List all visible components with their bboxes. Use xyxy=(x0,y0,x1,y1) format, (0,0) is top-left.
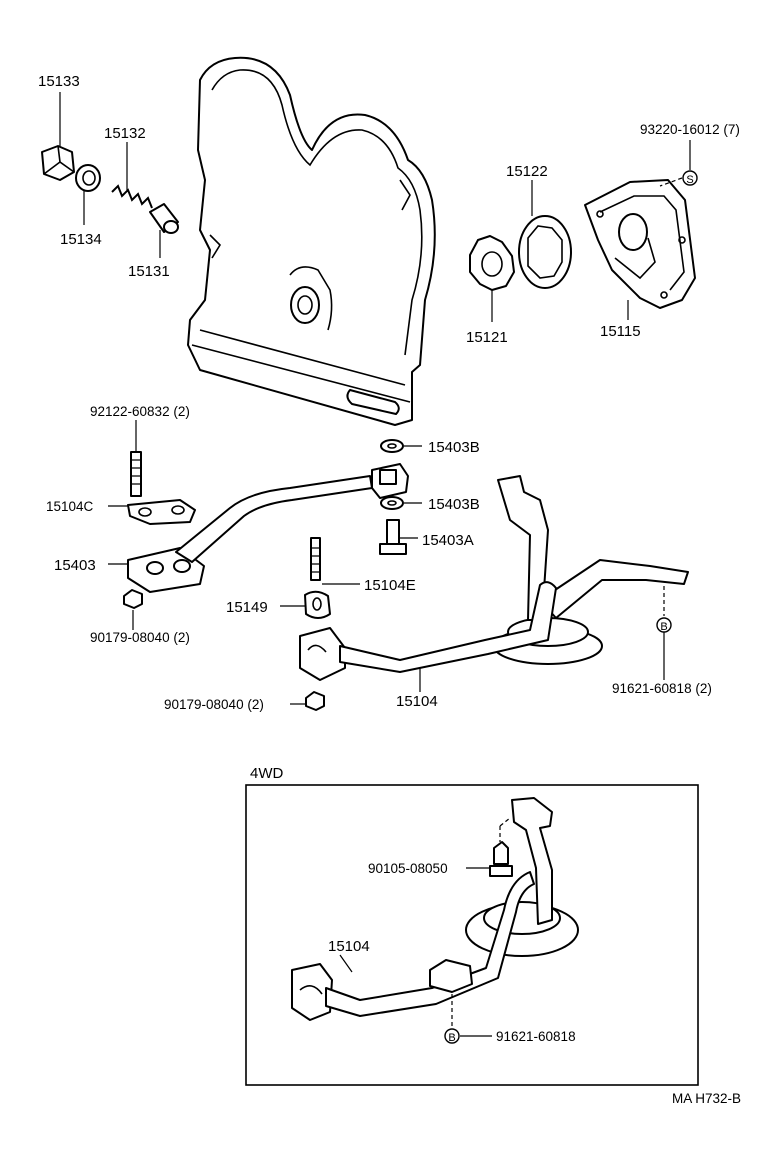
label-15104C: 15104C xyxy=(46,499,94,514)
label-15122: 15122 xyxy=(506,163,548,180)
relief-plug-15133 xyxy=(41,145,75,181)
pump-cover-15115 xyxy=(584,179,696,309)
label-15403: 15403 xyxy=(54,557,96,574)
gasket-15149 xyxy=(304,590,331,619)
inset-frame-4wd xyxy=(245,784,699,1086)
driven-rotor-15122 xyxy=(518,215,572,289)
spring-15132 xyxy=(111,184,153,209)
svg-text:B: B xyxy=(448,1032,455,1044)
label-90105-08050: 90105-08050 xyxy=(368,861,448,876)
drawing-code: MA H732-B xyxy=(672,1091,741,1106)
washer-15403B-mid xyxy=(380,496,404,510)
stud-92122 xyxy=(130,451,142,497)
gasket-15104C xyxy=(127,499,196,525)
washer-15403B-top xyxy=(380,439,404,453)
label-15149: 15149 xyxy=(226,599,268,616)
label-15104E: 15104E xyxy=(364,577,416,594)
label-15131: 15131 xyxy=(128,263,170,280)
nut-90179-a xyxy=(123,589,143,609)
marker-s: S xyxy=(682,170,698,186)
label-90179-08040-a: 90179-08040 (2) xyxy=(90,630,190,645)
label-15403B-mid: 15403B xyxy=(428,496,480,513)
label-15403B-top: 15403B xyxy=(428,439,480,456)
stud-15104E xyxy=(310,537,321,581)
leader-lines xyxy=(59,92,691,1037)
section-label-4wd: 4WD xyxy=(250,765,284,782)
label-15403A: 15403A xyxy=(422,532,474,549)
marker-b2: B xyxy=(444,1028,460,1044)
label-15104-4wd: 15104 xyxy=(328,938,370,955)
label-90179-08040-b: 90179-08040 (2) xyxy=(164,697,264,712)
nut-90179-b xyxy=(305,691,325,711)
label-15133: 15133 xyxy=(38,73,80,90)
label-91621-60818-a: 91621-60818 (2) xyxy=(612,681,712,696)
relief-valve-15131 xyxy=(149,203,179,234)
label-15132: 15132 xyxy=(104,125,146,142)
label-15121: 15121 xyxy=(466,329,508,346)
oil-strainer-15104 xyxy=(299,475,689,681)
drive-rotor-15121 xyxy=(469,235,515,291)
label-15104: 15104 xyxy=(396,693,438,710)
svg-text:S: S xyxy=(686,174,693,186)
union-bolt-15403A xyxy=(379,519,407,555)
gasket-15134 xyxy=(75,164,101,192)
timing-cover xyxy=(187,56,436,426)
label-15134: 15134 xyxy=(60,231,102,248)
label-93220-16012: 93220-16012 (7) xyxy=(640,122,740,137)
label-92122-60832: 92122-60832 (2) xyxy=(90,404,190,419)
svg-text:B: B xyxy=(660,621,667,633)
outlet-pipe-15403 xyxy=(127,463,409,593)
label-15115: 15115 xyxy=(600,323,641,340)
marker-b1: B xyxy=(656,617,672,633)
label-91621-60818-b: 91621-60818 xyxy=(496,1029,576,1044)
strainer-4wd xyxy=(291,797,579,1021)
